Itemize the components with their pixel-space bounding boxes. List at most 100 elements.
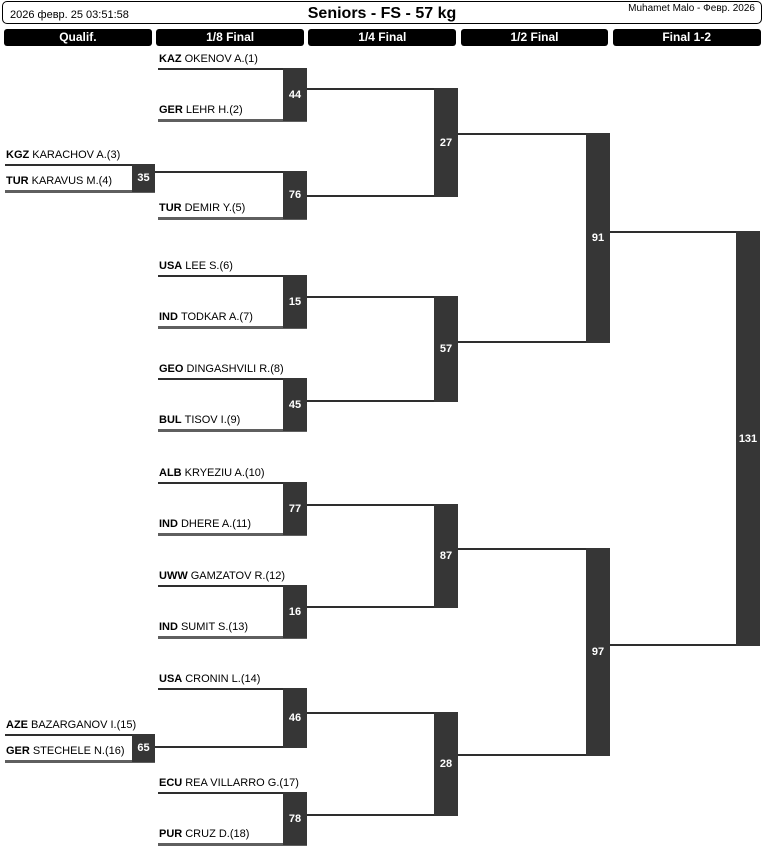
connector-line <box>307 606 434 608</box>
connector-line <box>458 754 586 756</box>
connector-line <box>610 231 736 233</box>
match-number: 16 <box>288 605 302 618</box>
entry-line <box>158 378 307 380</box>
athlete-name: CRUZ D.(18) <box>185 828 250 840</box>
match-box: 91 <box>586 133 610 343</box>
match-number: 57 <box>439 343 453 355</box>
entry-line <box>158 68 307 70</box>
country-code: AZE <box>6 719 28 731</box>
connector-line <box>458 548 586 550</box>
match-box: 78 <box>283 792 307 845</box>
country-code: KGZ <box>6 149 30 161</box>
country-code: TUR <box>159 202 182 214</box>
connector-line <box>610 644 736 646</box>
match-number: 15 <box>288 295 302 308</box>
entry-line <box>158 792 307 794</box>
match-number: 131 <box>738 432 758 445</box>
country-code: TUR <box>6 175 29 187</box>
match-number: 65 <box>137 742 150 754</box>
round-header: 1/4 Final <box>308 29 457 46</box>
entry-line <box>5 164 155 166</box>
athlete-name: KRYEZIU A.(10) <box>184 467 265 479</box>
athlete-name: TODKAR A.(7) <box>180 311 253 323</box>
entry-line <box>158 217 307 220</box>
athlete-name: STECHELE N.(16) <box>32 745 125 757</box>
connector-line <box>307 195 434 197</box>
match-number: 45 <box>288 398 302 411</box>
match-box: 76 <box>283 171 307 219</box>
athlete-name: DINGASHVILI R.(8) <box>186 363 284 375</box>
header-timestamp: 2026 февр. 25 03:51:58 <box>10 9 129 21</box>
match-box: 131 <box>736 231 760 646</box>
country-code: ECU <box>159 777 183 789</box>
entry-line <box>158 636 307 639</box>
match-number: 78 <box>288 812 302 825</box>
country-code: USA <box>159 260 183 272</box>
entry-line <box>158 275 307 277</box>
connector-line <box>307 400 434 402</box>
athlete-name: KARAVUS M.(4) <box>31 175 113 187</box>
connector-line <box>307 88 434 90</box>
connector-line <box>155 746 283 748</box>
entry-line <box>158 119 307 122</box>
athlete-name: DHERE A.(11) <box>180 518 252 530</box>
match-number: 76 <box>288 189 302 201</box>
connector-line <box>307 296 434 298</box>
match-box: 45 <box>283 378 307 431</box>
match-number: 91 <box>591 232 605 244</box>
athlete-name: GAMZATOV R.(12) <box>190 570 286 582</box>
country-code: GER <box>6 745 30 757</box>
country-code: BUL <box>159 414 182 426</box>
entry-line <box>158 688 307 690</box>
athlete-name: LEHR H.(2) <box>185 104 243 116</box>
match-number: 97 <box>591 646 605 658</box>
match-box: 65 <box>132 734 155 762</box>
country-code: ALB <box>159 467 182 479</box>
match-number: 27 <box>439 136 453 149</box>
athlete-name: OKENOV A.(1) <box>184 53 258 65</box>
round-header: 1/8 Final <box>156 29 304 46</box>
match-number: 44 <box>288 88 302 101</box>
round-header: 1/2 Final <box>460 29 609 46</box>
match-box: 35 <box>132 164 155 192</box>
match-number: 28 <box>439 758 453 770</box>
country-code: IND <box>159 621 178 633</box>
entry-line <box>158 429 307 432</box>
athlete-name: BAZARGANOV I.(15) <box>31 719 137 731</box>
athlete-name: SUMIT S.(13) <box>180 621 248 633</box>
entry-line <box>5 760 155 763</box>
match-box: 77 <box>283 482 307 535</box>
entry-line <box>158 843 307 846</box>
entry-line <box>158 533 307 536</box>
athlete-name: TISOV I.(9) <box>184 414 241 426</box>
round-header: Final 1-2 <box>612 29 761 46</box>
match-box: 57 <box>434 296 458 402</box>
round-header: Qualif. <box>4 29 152 46</box>
country-code: USA <box>159 673 183 685</box>
entry-line <box>5 734 155 736</box>
match-number: 77 <box>288 502 302 515</box>
entry-line <box>158 585 307 587</box>
country-code: GEO <box>159 363 184 375</box>
athlete-name: CRONIN L.(14) <box>185 673 261 685</box>
match-box: 16 <box>283 585 307 638</box>
athlete-name: DEMIR Y.(5) <box>184 202 246 214</box>
weight-category-title: Seniors - FS - 57 kg <box>307 5 457 22</box>
match-box: 15 <box>283 275 307 328</box>
match-box: 44 <box>283 68 307 121</box>
